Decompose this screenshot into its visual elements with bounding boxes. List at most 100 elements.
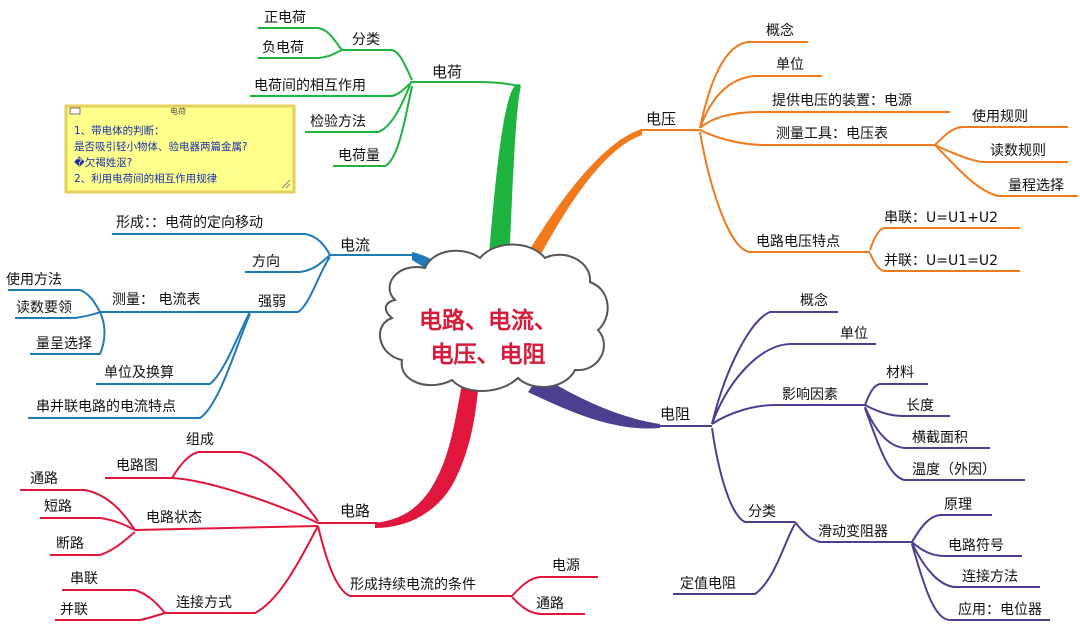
charge-link-title [410, 81, 519, 87]
charge-positive: 正电荷 [264, 10, 306, 26]
resistance-fixed: 定值电阻 [680, 576, 736, 592]
resistance-material: 材料 [886, 365, 914, 381]
note-line-4: 2、利用电荷间的相互作用规律 [74, 172, 218, 185]
circuit-link-state [134, 525, 319, 531]
circuit-link-path [511, 596, 585, 615]
circuit-composition: 组成 [186, 432, 214, 448]
voltage-reading: 读数规则 [990, 142, 1046, 159]
voltage-link-parallel [869, 252, 1020, 272]
resistance-link-area [864, 406, 990, 449]
current-range: 量呈选择 [36, 336, 92, 352]
voltage-link-unit [699, 75, 822, 129]
circuit-series: 串联 [70, 571, 98, 587]
resistance-classify: 分类 [748, 504, 776, 520]
circuit-diagram: 电路图 [116, 458, 158, 474]
center-title-line1: 电路、电流、 [419, 307, 557, 334]
note-resize-icon[interactable] [281, 179, 291, 189]
current-title: 电流 [340, 236, 370, 254]
current-series-parallel: 串并联电路的电流特点 [36, 399, 176, 415]
resistance-main-branch [528, 375, 660, 429]
charge-classify: 分类 [352, 32, 380, 48]
circuit-title: 电路 [340, 502, 370, 520]
circuit-link-condition [317, 525, 512, 597]
center-title-line2: 电压、电阻 [431, 342, 546, 368]
current-link-range [30, 311, 106, 355]
circuit-condition: 形成持续电流的条件 [350, 576, 476, 593]
voltage-link-features [699, 131, 870, 253]
note-title: 电荷 [170, 106, 186, 116]
resistance-link-classify [711, 427, 795, 523]
current-strength: 强弱 [258, 294, 286, 310]
voltage-source: 提供电压的装置：电源 [772, 93, 912, 109]
voltage-link-meter [699, 129, 935, 146]
note-line-3: �欠褐姓沤? [74, 156, 132, 169]
cloud-shape [379, 243, 609, 392]
voltage-meter: 测量工具：电压表 [776, 126, 888, 142]
note-line-2: 是否吸引轻小物体、验电器两篇金属? [74, 140, 248, 153]
circuit-short: 短路 [44, 499, 72, 515]
resistance-link-concept [711, 311, 838, 425]
note-background [64, 104, 296, 194]
resistance-length: 长度 [906, 398, 934, 414]
voltage-series: 串联：U=U1+U2 [884, 210, 998, 226]
current-link-series-parallel [28, 313, 251, 419]
circuit-open: 断路 [56, 536, 84, 552]
resistance-link-fixed [673, 523, 796, 595]
current-link-unit [96, 311, 251, 385]
voltage-circuit-features: 电路电压特点 [756, 234, 840, 250]
charge-negative: 负电荷 [262, 40, 304, 56]
current-unit: 单位及换算 [104, 364, 174, 381]
resistance-link-length [864, 404, 950, 417]
resistance-link-unit [711, 343, 876, 425]
note-close-icon[interactable] [69, 107, 81, 115]
note-box: 电荷 1、带电体的判断： 是否吸引轻小物体、验电器两篇金属? �欠褐姓沤? 2、… [64, 104, 296, 194]
charge-title: 电荷 [432, 63, 462, 81]
charge-test-method: 检验方法 [310, 114, 366, 130]
voltage-link-range [934, 144, 1078, 197]
charge-link-negative [258, 49, 343, 59]
note-line-1: 1、带电体的判断： [74, 124, 165, 137]
center-cloud: 电路、电流、 电压、电阻 [379, 243, 609, 392]
resistance-link-application [911, 543, 1050, 621]
voltage-link-rules [934, 126, 1068, 146]
circuit-path: 通路 [536, 596, 564, 612]
current-link-formation [112, 233, 331, 256]
voltage-link-concept [699, 41, 808, 129]
voltage-rules: 使用规则 [972, 108, 1028, 125]
charge-main-branch [486, 84, 521, 292]
resistance-link-factors [711, 404, 865, 425]
circuit-link-open [50, 531, 136, 556]
current-link-strength [250, 256, 331, 313]
resistance-rheostat: 滑动变阻器 [818, 523, 888, 540]
circuit-link-diagram [105, 477, 319, 524]
voltage-range: 量程选择 [1008, 178, 1064, 194]
circuit-link-series [62, 589, 166, 614]
resistance-symbol: 电路符号 [948, 538, 1004, 554]
resistance-connection: 连接方法 [962, 568, 1018, 585]
charge-link-interaction [250, 81, 413, 97]
charge-quantity: 电荷量 [338, 148, 380, 164]
current-usage: 使用方法 [6, 271, 62, 288]
circuit-pathway: 通路 [30, 471, 58, 487]
resistance-link-principle [911, 514, 992, 543]
circuit-link-short [40, 517, 136, 531]
resistance-link-temperature [864, 407, 1025, 481]
resistance-link-connection [911, 542, 1040, 588]
resistance-link-rheostat [794, 521, 912, 543]
charge-interaction: 电荷间的相互作用 [254, 78, 366, 94]
resistance-principle: 原理 [944, 497, 972, 513]
resistance-concept: 概念 [800, 292, 828, 309]
resistance-link-material [864, 383, 928, 406]
resistance-application: 应用：电位器 [958, 601, 1042, 618]
current-direction: 方向 [252, 254, 280, 270]
voltage-link-reading [934, 144, 1068, 163]
current-link-reading [15, 311, 101, 319]
circuit-connection: 连接方式 [176, 594, 232, 611]
current-measure: 测量： 电流表 [112, 292, 200, 308]
resistance-factors: 影响因素 [782, 387, 838, 403]
resistance-link-symbol [911, 541, 1022, 557]
resistance-temperature: 温度（外因） [912, 462, 996, 478]
charge-link-test [305, 84, 411, 133]
circuit-link-connection [165, 525, 319, 614]
